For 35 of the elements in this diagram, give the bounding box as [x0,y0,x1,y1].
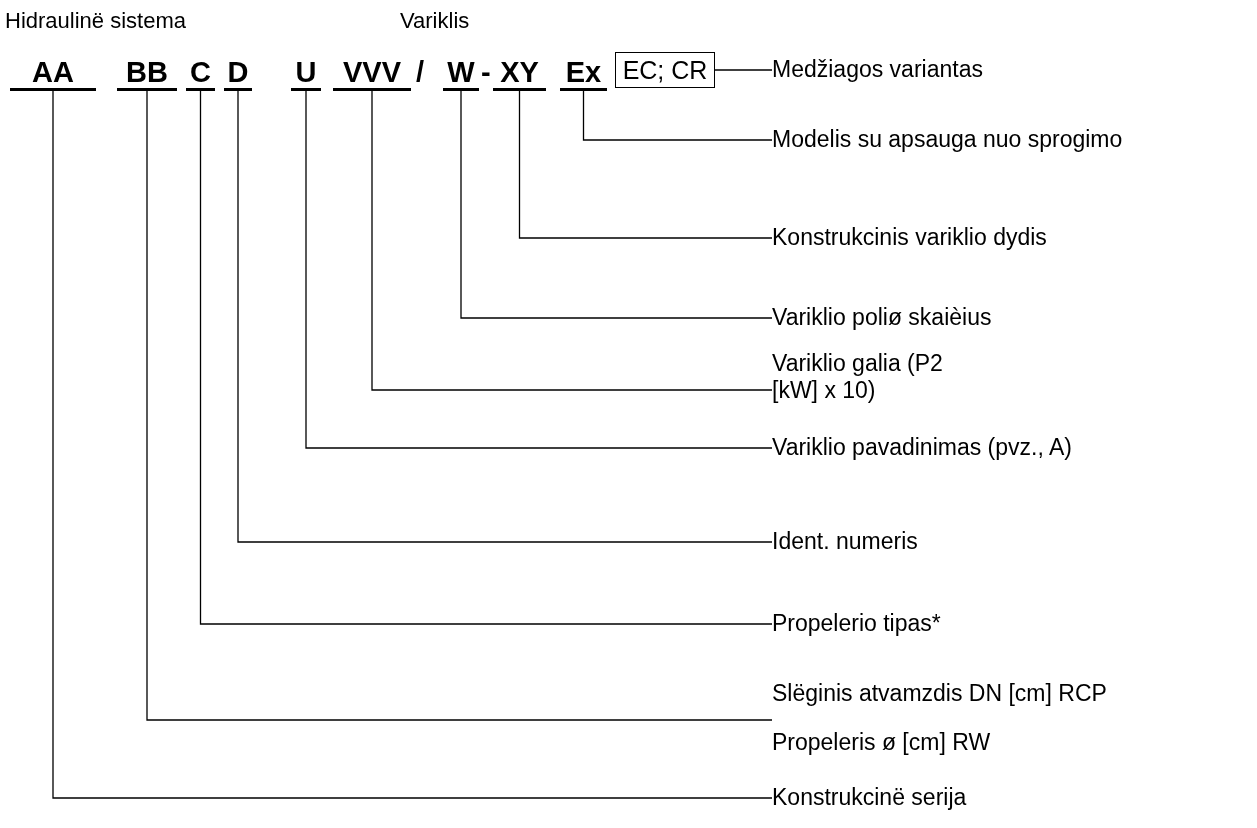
boxed-code: EC; CR [615,52,715,88]
leader-line [52,90,773,799]
code-letter: W [443,54,479,91]
leader-line [460,90,773,319]
description-text: Modelis su apsauga nuo sprogimo [772,126,1252,153]
description-text: Slëginis atvamzdis DN [cm] RCP [772,680,1107,707]
description-text: Variklio pavadinimas (pvz., A) [772,434,1252,461]
code-letter: Ex [560,54,607,91]
leader-line [582,90,773,141]
group-heading: Hidraulinë sistema [5,8,186,34]
separator-sign: / [416,55,425,88]
code-letter: D [224,54,252,91]
leader-line [146,90,773,721]
code-letter: XY [493,54,546,91]
leader-line [199,90,773,625]
description-text: Variklio galia (P2 [kW] x 10) [772,350,972,404]
description-text: Propeleris ø [cm] RW [772,729,992,756]
description-text: Medžiagos variantas [772,56,1252,83]
code-letter: AA [10,54,96,91]
leader-line [237,90,773,543]
code-letter: C [186,54,215,91]
group-heading: Variklis [400,8,470,34]
description-text: Variklio poliø skaièius [772,304,1252,331]
separator-sign: - [481,55,491,88]
code-letter: VVV [333,54,411,91]
description-text: Propelerio tipas* [772,610,1252,637]
description-text: Konstrukcinis variklio dydis [772,224,1252,251]
leader-line [371,90,773,391]
code-letter: BB [117,54,177,91]
leader-line [305,90,773,449]
description-text: Konstrukcinë serija [772,784,1252,811]
leader-line [714,69,773,71]
leader-line [518,90,773,239]
code-letter: U [291,54,321,91]
description-text: Ident. numeris [772,528,1252,555]
